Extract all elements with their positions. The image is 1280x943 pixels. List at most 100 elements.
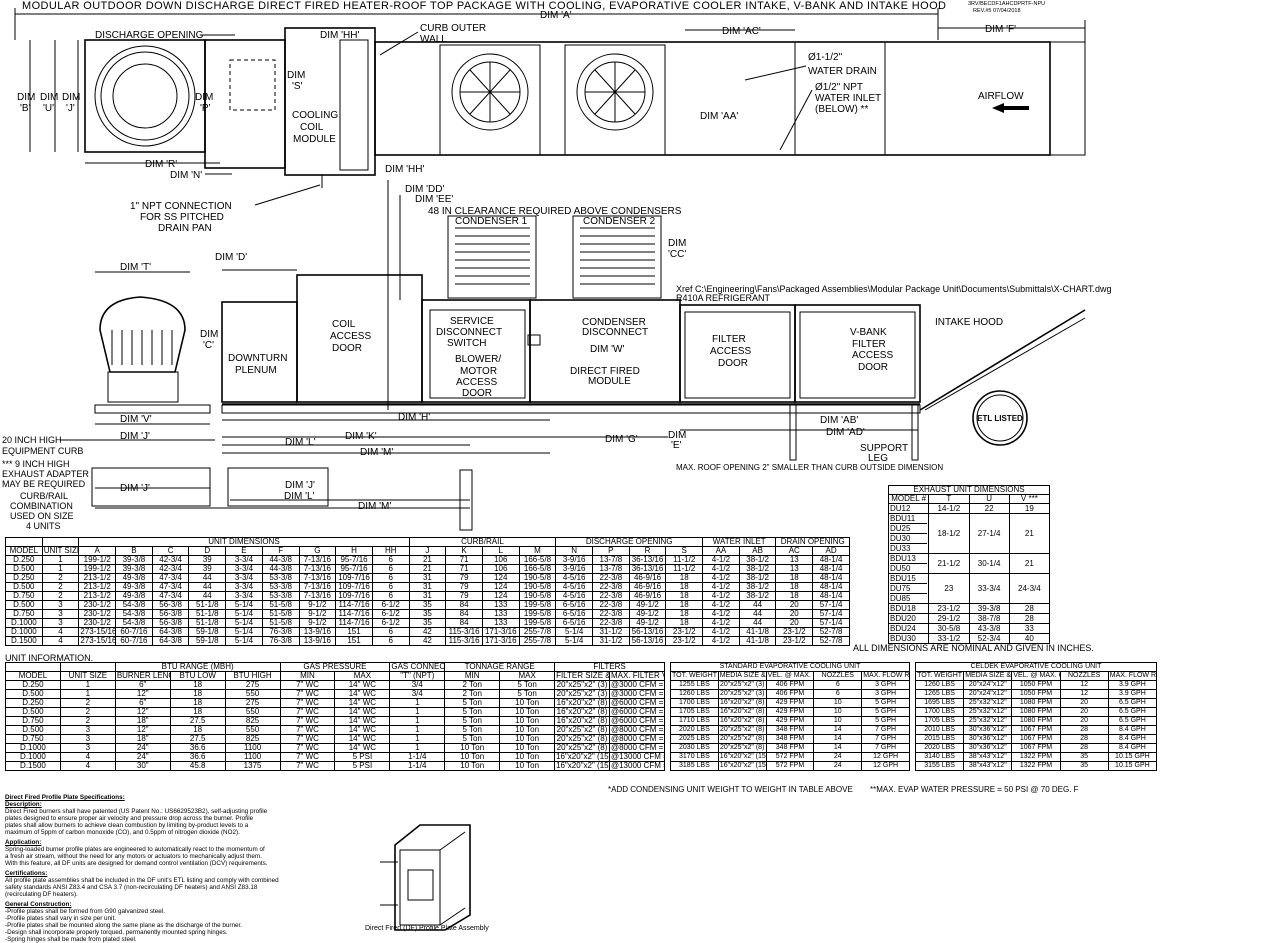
- xref-path: Xref C:\Engineering\Fans\Packaged Assemb…: [676, 284, 1112, 294]
- dim-aa-label: DIM 'AA': [700, 111, 738, 122]
- table-cell: 28: [1059, 743, 1109, 753]
- table-cell: 24": [114, 752, 171, 762]
- table-cell: 7" WC: [279, 734, 336, 744]
- table-cell: 1067 FPM: [1011, 734, 1061, 744]
- table-cell: 4: [59, 752, 116, 762]
- table-cell: 18: [665, 573, 704, 583]
- table-cell: 10.15 GPH: [1107, 752, 1158, 762]
- table-cell: 56-3/8: [151, 609, 190, 619]
- column-header: AB: [738, 546, 777, 556]
- table-cell: 10 Ton: [499, 752, 556, 762]
- dim-g-label: DIM 'G': [605, 434, 638, 445]
- table-cell: 5-1/4: [225, 627, 263, 637]
- table-cell: 6-1/2: [371, 618, 410, 628]
- table-cell: 35: [408, 609, 447, 619]
- column-header: K: [445, 546, 483, 556]
- table-cell: 20"x25"x2" (8): [717, 734, 767, 744]
- dim-v-cell: 28: [1008, 603, 1051, 614]
- table-cell: 95-7/16: [335, 555, 373, 565]
- table-cell: 44: [188, 591, 227, 601]
- column-header: U: [968, 494, 1010, 504]
- dim-v-cell: 19: [1008, 503, 1051, 514]
- table-cell: 4-1/2: [702, 555, 740, 565]
- table-cell: @8000 CFM = 348 FPM: [608, 743, 666, 753]
- table-cell: 14: [813, 725, 863, 735]
- dim-f-label: DIM 'F': [985, 24, 1016, 35]
- table-cell: 14" WC: [334, 689, 391, 699]
- table-cell: 133: [481, 618, 520, 628]
- table-cell: 4-1/2: [702, 582, 740, 592]
- table-cell: 30": [114, 761, 171, 771]
- curb-rail-label-3: USED ON SIZE: [10, 511, 74, 521]
- table-cell: 6: [371, 573, 410, 583]
- table-cell: 20: [775, 609, 814, 619]
- table-cell: 36-13/16: [628, 564, 667, 574]
- table-cell: 44: [188, 573, 227, 583]
- dim-t-cell: 23-1/2: [928, 603, 970, 614]
- table-cell: 21: [408, 555, 447, 565]
- table-cell: 31-1/2: [592, 627, 630, 637]
- text-line: plates shall allow burners to achieve cl…: [5, 822, 249, 829]
- table-cell: @6000 CFM = 428 FPM: [608, 716, 666, 726]
- blower-access-label-2: MOTOR: [460, 366, 497, 377]
- exhaust-adapter-label: *** 9 INCH HIGH: [2, 459, 70, 469]
- table-cell: 25"x32"x12": [963, 716, 1013, 726]
- table-cell: 46-9/16: [628, 591, 667, 601]
- table-cell: 76-3/8: [261, 627, 300, 637]
- table-cell: 6-5/16: [555, 609, 593, 619]
- condenser-2-label: CONDENSER 2: [583, 216, 656, 227]
- table-cell: 4-1/2: [702, 591, 740, 601]
- table-cell: 30"x36"x12": [963, 725, 1013, 735]
- dim-hh-top-label: DIM 'HH': [320, 30, 359, 41]
- dim-u-cell: 22: [968, 503, 1010, 514]
- table-cell: 20: [775, 618, 814, 628]
- group-header: [59, 662, 116, 672]
- service-disconnect-label: SERVICE: [450, 316, 494, 327]
- table-cell: 7" WC: [279, 725, 336, 735]
- column-header: HH: [371, 546, 410, 556]
- model-number: BDU15: [890, 575, 928, 584]
- etl-logo-text: ETL LISTED: [977, 414, 1023, 423]
- text-line: (recirculating DF heaters).: [5, 891, 78, 898]
- table-cell: 16"x20"x2" (15): [554, 752, 610, 762]
- column-header: F: [261, 546, 300, 556]
- table-cell: 51-5/8: [261, 609, 300, 619]
- dim-ee-label: DIM 'EE': [415, 194, 453, 205]
- table-cell: 42-3/4: [151, 555, 190, 565]
- table-cell: 45.8: [169, 761, 226, 771]
- text-line: All profile plate assemblies shall be in…: [5, 877, 279, 884]
- column-header: T: [928, 494, 970, 504]
- table-cell: 20"x25"x2" (8): [554, 734, 610, 744]
- vbank-label-3: ACCESS: [852, 350, 893, 361]
- dim-j-label-2: 'J': [66, 103, 75, 114]
- table-cell: 4-5/16: [555, 573, 593, 583]
- table-cell: 38"x43"x12": [963, 752, 1013, 762]
- table-cell: 13-7/8: [592, 555, 630, 565]
- table-cell: 1255 LBS: [670, 680, 719, 690]
- table-cell: 5-1/4: [555, 636, 593, 646]
- table-cell: 3.9 GPH: [1107, 680, 1158, 690]
- table-cell: 106: [481, 555, 520, 565]
- table-cell: 199-5/8: [518, 609, 557, 619]
- table-cell: 3-9/16: [555, 564, 593, 574]
- table-cell: 171-3/16: [481, 627, 520, 637]
- table-cell: 10: [813, 707, 863, 717]
- table-cell: 18": [114, 734, 171, 744]
- table-cell: D.250: [5, 698, 61, 708]
- table-cell: 31-1/2: [592, 636, 630, 646]
- column-header: UNIT SIZE: [41, 546, 80, 556]
- table-cell: 8.4 GPH: [1107, 743, 1158, 753]
- downturn-plenum-label-2: PLENUM: [235, 365, 277, 376]
- filter-access-label: FILTER: [712, 334, 746, 345]
- table-cell: 255-7/8: [518, 627, 557, 637]
- group-header: [41, 537, 80, 547]
